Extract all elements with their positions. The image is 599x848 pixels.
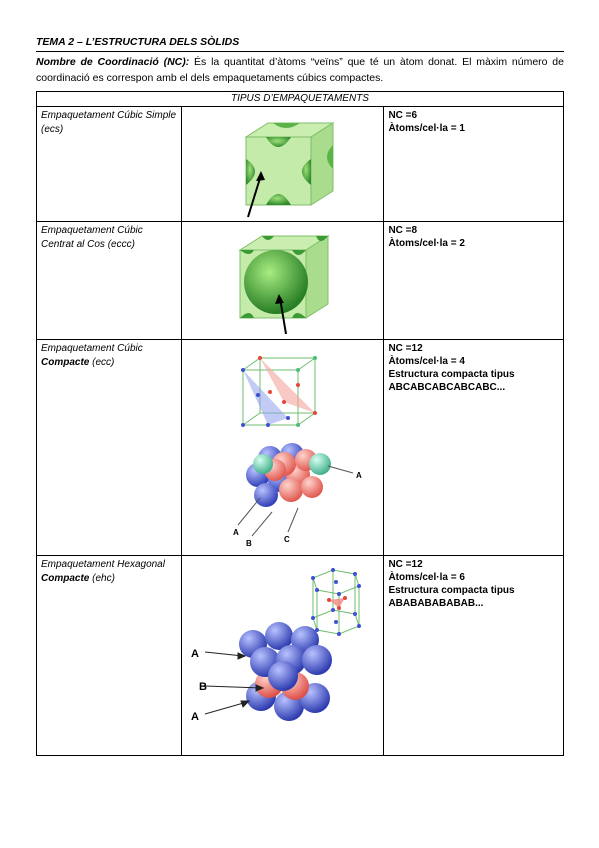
coordination-number: NC =8 bbox=[388, 225, 418, 236]
structure-sequence: ABABABABABAB... bbox=[388, 598, 484, 609]
row-props-cell: NC =12 Àtoms/cel·la = 6 Estructura compa… bbox=[383, 555, 564, 756]
intro-term: Nombre de Coordinació (NC): bbox=[36, 56, 190, 68]
row-props-cell: NC =6 Àtoms/cel·la = 1 bbox=[383, 106, 564, 222]
label-b: B bbox=[246, 539, 252, 548]
table-row: Empaquetament Cúbic Compacte (ecc) bbox=[36, 339, 564, 556]
intro-text: És la quantitat d’àtoms “veïns” que té u… bbox=[36, 56, 564, 84]
atoms-per-cell: Àtoms/cel·la = 2 bbox=[388, 238, 465, 249]
row-image-cell: A A B C bbox=[180, 339, 385, 556]
row-image-cell bbox=[180, 106, 385, 222]
structure-label: Estructura compacta tipus bbox=[388, 585, 515, 596]
atoms-per-cell: Àtoms/cel·la = 4 bbox=[388, 356, 465, 367]
ccp-image: A A B C bbox=[233, 356, 362, 548]
row-name-cell: Empaquetament Cúbic Compacte (ecc) bbox=[36, 339, 182, 556]
packing-name: Empaquetament Hexagonal Compacte (ehc) bbox=[41, 559, 165, 584]
row-props-cell: NC =12 Àtoms/cel·la = 4 Estructura compa… bbox=[383, 339, 564, 556]
structure-label: Estructura compacta tipus bbox=[388, 369, 515, 380]
hcp-image: A B A bbox=[191, 568, 361, 723]
page-header: TEMA 2 – L’ESTRUCTURA DELS SÒLIDS bbox=[36, 36, 564, 52]
row-image-cell: A B A bbox=[180, 555, 385, 756]
atoms-per-cell: Àtoms/cel·la = 1 bbox=[388, 123, 465, 134]
table-header: TIPUS D’EMPAQUETAMENTS bbox=[36, 91, 564, 107]
table-row: Empaquetament Cúbic Centrat al Cos (eccc… bbox=[36, 221, 564, 340]
row-name-cell: Empaquetament Cúbic Centrat al Cos (eccc… bbox=[36, 221, 182, 340]
structure-sequence: ABCABCABCABCABC... bbox=[388, 382, 506, 393]
simple-cubic-cell-image bbox=[243, 122, 335, 218]
table-row: Empaquetament Cúbic Simple (ecs) bbox=[36, 106, 564, 222]
packing-name: Empaquetament Cúbic Simple (ecs) bbox=[41, 110, 177, 135]
intro-paragraph: Nombre de Coordinació (NC): És la quanti… bbox=[36, 54, 564, 86]
coordination-number: NC =12 bbox=[388, 343, 423, 354]
row-props-cell: NC =8 Àtoms/cel·la = 2 bbox=[383, 221, 564, 340]
hcp-sphere-stack bbox=[238, 622, 332, 721]
label-a-right: A bbox=[356, 471, 362, 480]
label-a-top: A bbox=[191, 648, 199, 660]
label-a-left: A bbox=[233, 528, 239, 537]
row-name-cell: Empaquetament Cúbic Simple (ecs) bbox=[36, 106, 182, 222]
label-b: B bbox=[199, 681, 207, 693]
ccp-sphere-stack bbox=[245, 443, 331, 507]
row-name-cell: Empaquetament Hexagonal Compacte (ehc) bbox=[36, 555, 182, 756]
packing-name: Empaquetament Cúbic Centrat al Cos (eccc… bbox=[41, 225, 143, 250]
label-c: C bbox=[284, 535, 290, 544]
packing-name: Empaquetament Cúbic Compacte (ecc) bbox=[41, 343, 143, 368]
atoms-per-cell: Àtoms/cel·la = 6 bbox=[388, 572, 465, 583]
row-image-cell bbox=[180, 221, 385, 340]
packing-types-table: TIPUS D’EMPAQUETAMENTS Empaquetament Cúb… bbox=[36, 91, 564, 756]
label-a-bottom: A bbox=[191, 711, 199, 723]
coordination-number: NC =12 bbox=[388, 559, 423, 570]
bcc-cell-image bbox=[237, 235, 330, 335]
table-row: Empaquetament Hexagonal Compacte (ehc) bbox=[36, 555, 564, 756]
coordination-number: NC =6 bbox=[388, 110, 418, 121]
